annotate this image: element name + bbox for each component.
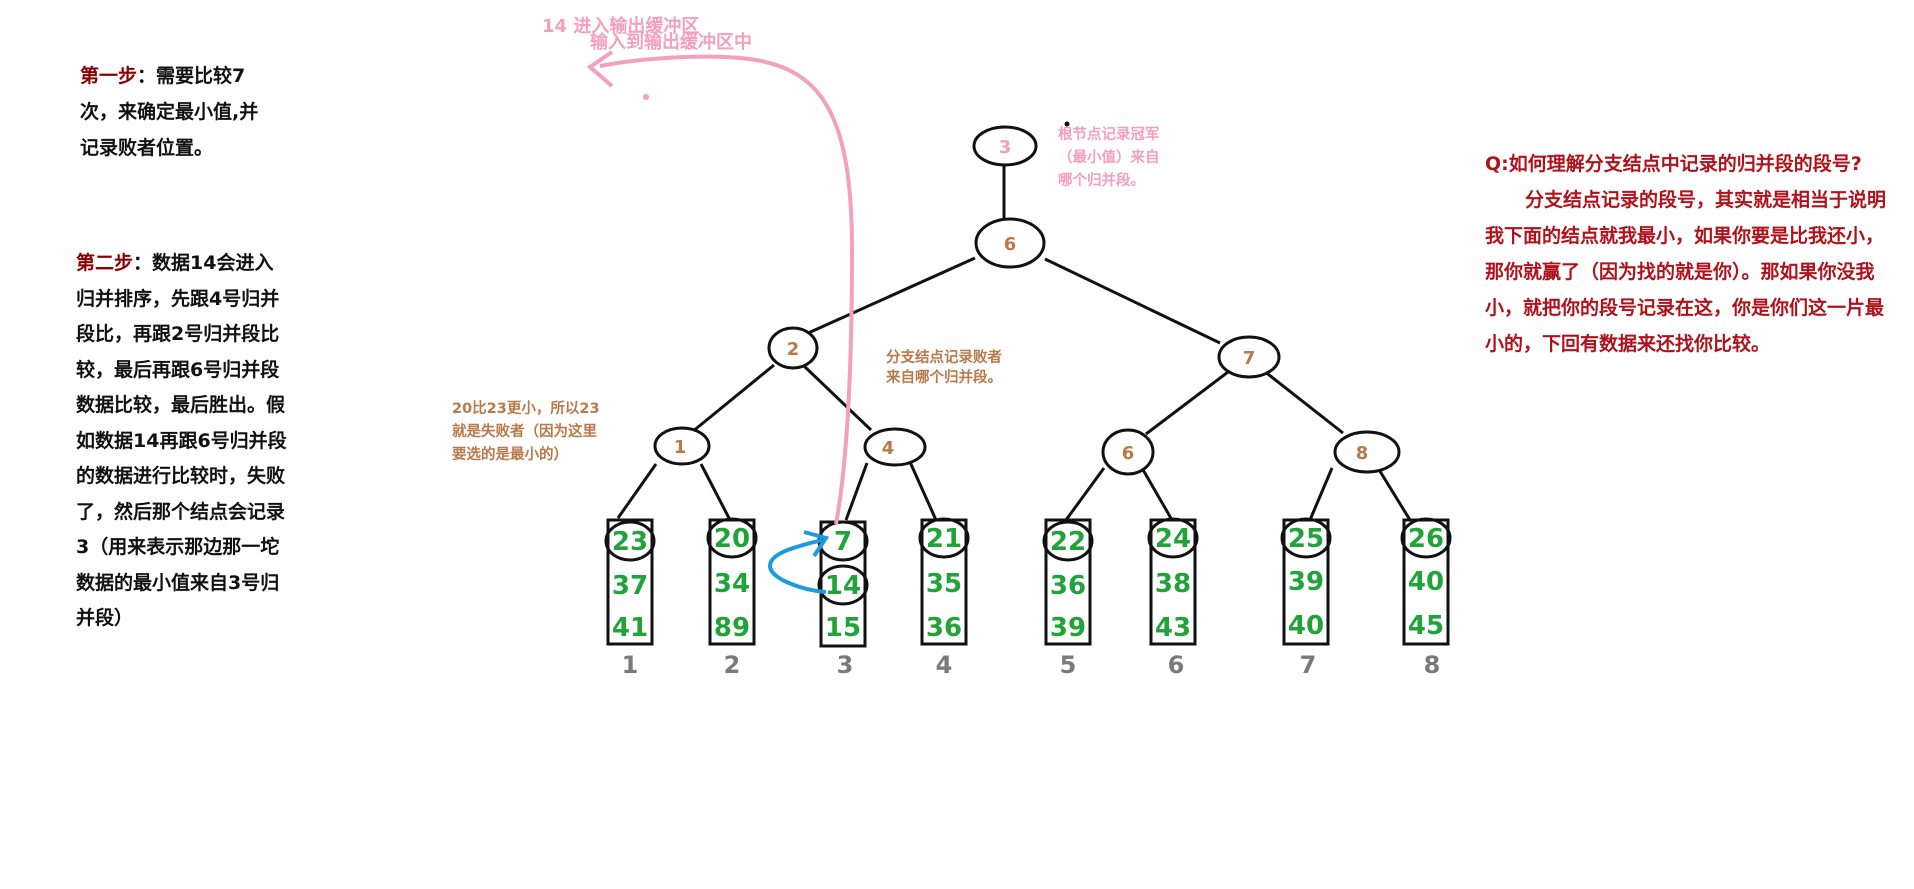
node-level3-2-label: 4	[882, 438, 895, 459]
node-level3-4-label: 8	[1356, 443, 1369, 464]
node-level3-3-label: 6	[1122, 443, 1135, 464]
root-node-note: 根节点记录冠军 （最小值）来自 哪个归并段。	[1058, 127, 1160, 189]
segment-4-value-2: 35	[926, 569, 962, 599]
edge-node6b-seg6	[1140, 467, 1174, 521]
edge-node6-node2	[805, 256, 976, 336]
root-node	[972, 125, 1038, 167]
step1-label: 第一步	[80, 65, 138, 87]
node-level2-left-label: 2	[787, 339, 800, 360]
segment-6-value-2: 38	[1155, 569, 1191, 599]
edge-node2-node4	[802, 364, 873, 432]
step2-note: 第二步：数据14会进入 归并排序，先跟4号归并 段比，再跟2号归并段比 较，最后…	[76, 246, 308, 637]
node-level3-4	[1333, 430, 1401, 474]
tree-nodes	[653, 125, 1401, 476]
black-dot	[1064, 121, 1070, 127]
edge-node1-seg1	[616, 463, 658, 519]
segment-index-4: 4	[936, 651, 953, 679]
question-title: Q:如何理解分支结点中记录的归并段的段号?	[1485, 153, 1862, 175]
step2-text: ：数据14会进入 归并排序，先跟4号归并 段比，再跟2号归并段比 较，最后再跟6…	[76, 252, 287, 629]
pink-dot	[643, 94, 649, 100]
edge-node2-node1	[691, 363, 775, 434]
edge-node1-seg2	[699, 463, 732, 521]
segment-1-value-3: 41	[612, 613, 648, 643]
segment-5-value-2: 36	[1050, 571, 1086, 601]
node-level2-right	[1217, 335, 1281, 379]
question-body: 分支结点记录的段号，其实就是相当于说明我下面的结点就我最小，如果你要是比我还小，…	[1485, 189, 1887, 355]
edge-node6b-seg5	[1064, 467, 1106, 521]
output-buffer-note: 输入到输出缓冲区中	[590, 32, 752, 53]
circled-value-marker	[706, 517, 758, 559]
segment-2-value-1: 20	[714, 524, 750, 554]
segment-3-value-2: 14	[825, 571, 861, 601]
segment-index-8: 8	[1424, 651, 1441, 679]
loser-note: 20比23更小，所以23 就是失败者（因为这里 要选的是最小的）	[452, 401, 600, 463]
segment-8-value-2: 40	[1408, 567, 1444, 597]
output-arrow	[599, 54, 855, 525]
output-arrowhead-icon	[586, 50, 614, 88]
segment-5-value-3: 39	[1050, 613, 1086, 643]
edge-node8-seg8	[1376, 467, 1412, 521]
node-level3-1	[653, 426, 711, 466]
circled-value-marker	[1147, 517, 1199, 559]
question-note: Q:如何理解分支结点中记录的归并段的段号? 分支结点记录的段号，其实就是相当于说明…	[1485, 146, 1895, 362]
node-level3-2	[863, 427, 927, 467]
edge-node4-seg4	[908, 461, 938, 521]
step2-label: 第二步	[76, 252, 134, 274]
edge-node7-node6	[1145, 370, 1229, 436]
segment-4-value-3: 36	[926, 613, 962, 643]
node-level2-left	[767, 326, 819, 370]
node-level1	[974, 217, 1046, 269]
segment-3-value-1: 7	[834, 527, 852, 557]
node-level1-label: 6	[1004, 234, 1017, 255]
segment-box-5	[1044, 518, 1092, 646]
node-level3-1-label: 1	[674, 437, 687, 458]
circled-value-marker	[918, 517, 970, 559]
segment-6-value-1: 24	[1155, 524, 1191, 554]
segment-index-5: 5	[1060, 651, 1077, 679]
circled-value-marker	[604, 520, 656, 562]
segment-3-value-3: 15	[825, 613, 861, 643]
segment-index-2: 2	[724, 651, 741, 679]
segment-8-value-1: 26	[1408, 524, 1444, 554]
circled-value-marker	[817, 564, 869, 606]
segment-7-value-1: 25	[1288, 524, 1324, 554]
segment-7-value-2: 39	[1288, 567, 1324, 597]
merge-segments: 23 37 41 1 20 34 89 2 7 14 15 3 21 35 36 4 22 36 39 5 24 38 43…	[604, 517, 1452, 679]
segment-1-value-1: 23	[612, 527, 648, 557]
segment-index-1: 1	[622, 651, 639, 679]
segment-6-value-3: 43	[1155, 613, 1191, 643]
circled-value-marker	[1280, 517, 1332, 559]
node-level2-right-label: 7	[1243, 348, 1256, 369]
segment-box-1	[606, 518, 654, 646]
edge-node7-node8	[1263, 369, 1344, 435]
edge-node8-seg7	[1308, 467, 1334, 521]
segment-8-value-3: 45	[1408, 611, 1444, 641]
branch-node-note: 分支结点记录败者 来自哪个归并段。	[886, 350, 1002, 386]
root-node-label: 3	[999, 137, 1012, 158]
tree-edges	[616, 164, 1412, 521]
segment-index-3: 3	[837, 651, 854, 679]
segment-7-value-3: 40	[1288, 611, 1324, 641]
segment-5-value-1: 22	[1050, 527, 1086, 557]
step1-note: 第一步：需要比较7 次，来确定最小值,并 记录败者位置。	[80, 58, 310, 166]
segment-1-value-2: 37	[612, 571, 648, 601]
node-level3-3	[1101, 428, 1155, 476]
segment-2-value-2: 34	[714, 569, 750, 599]
circled-value-marker	[1400, 517, 1452, 559]
replace-arrowhead-icon	[803, 530, 830, 558]
segment-index-7: 7	[1300, 651, 1317, 679]
segment-index-6: 6	[1168, 651, 1185, 679]
circled-value-marker	[1042, 520, 1094, 562]
edge-node6-node7	[1044, 257, 1221, 345]
replace-arrow	[767, 538, 827, 594]
edge-node4-seg3	[844, 462, 869, 521]
step1-text: ：需要比较7 次，来确定最小值,并 记录败者位置。	[80, 65, 259, 159]
segment-4-value-1: 21	[926, 524, 962, 554]
segment-2-value-3: 89	[714, 613, 750, 643]
